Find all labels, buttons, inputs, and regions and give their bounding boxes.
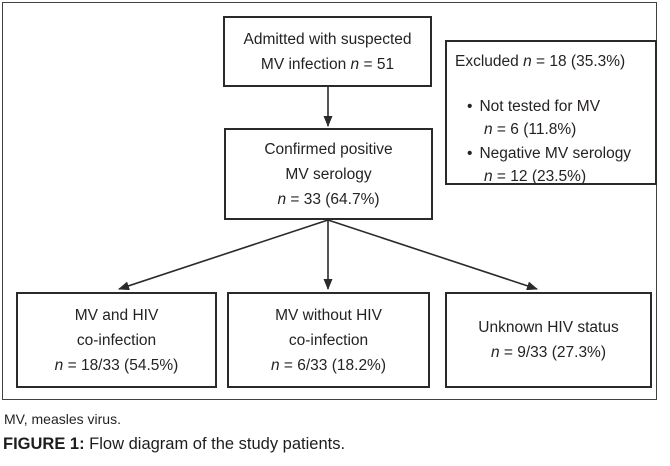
excluded-item-2-stat: n = 12 (23.5%) — [484, 168, 587, 185]
box-excluded: Excluded n = 18 (35.3%) •Not tested for … — [445, 40, 657, 185]
figure-caption: FIGURE 1: Flow diagram of the study pati… — [3, 435, 345, 454]
box-mv-no-hiv-line1: MV without HIV — [275, 306, 382, 324]
box-unknown-stat: n = 9/33 (27.3%) — [490, 344, 607, 361]
box-mv-without-hiv: MV without HIV co-infection n = 6/33 (18… — [227, 292, 430, 388]
box-confirmed-stat: n = 33 (64.7%) — [277, 190, 380, 208]
box-unknown-hiv-status: Unknown HIV status n = 9/33 (27.3%) — [445, 292, 652, 388]
excluded-item-1-stat: n = 6 (11.8%) — [484, 121, 577, 138]
excluded-item-2: •Negative MV serology — [467, 144, 632, 162]
excluded-title: Excluded n = 18 (35.3%) — [455, 53, 626, 70]
box-mv-hiv-coinfection: MV and HIV co-infection n = 18/33 (54.5%… — [16, 292, 217, 388]
box-admitted-line1: Admitted with suspected — [243, 30, 412, 48]
figure-caption-text: Flow diagram of the study patients. — [84, 435, 346, 453]
box-mv-hiv-line2: co-infection — [76, 331, 157, 349]
box-confirmed-line1: Confirmed positive — [264, 140, 393, 158]
excluded-item-1: •Not tested for MV — [467, 97, 601, 115]
box-mv-hiv-stat: n = 18/33 (54.5%) — [54, 356, 179, 374]
box-mv-no-hiv-stat: n = 6/33 (18.2%) — [270, 356, 387, 374]
box-admitted: Admitted with suspected MV infection n =… — [223, 16, 432, 87]
box-confirmed: Confirmed positive MV serology n = 33 (6… — [224, 128, 433, 220]
box-mv-hiv-line1: MV and HIV — [74, 306, 159, 324]
abbreviation-note: MV, measles virus. — [4, 411, 121, 427]
bullet-icon: • — [467, 97, 473, 115]
box-admitted-line2: MV infection n = 51 — [260, 55, 395, 73]
box-confirmed-line2: MV serology — [285, 165, 372, 183]
bullet-icon: • — [467, 144, 473, 162]
box-mv-no-hiv-line2: co-infection — [288, 331, 369, 349]
box-unknown-line1: Unknown HIV status — [478, 319, 619, 336]
figure-caption-label: FIGURE 1: — [3, 435, 85, 453]
